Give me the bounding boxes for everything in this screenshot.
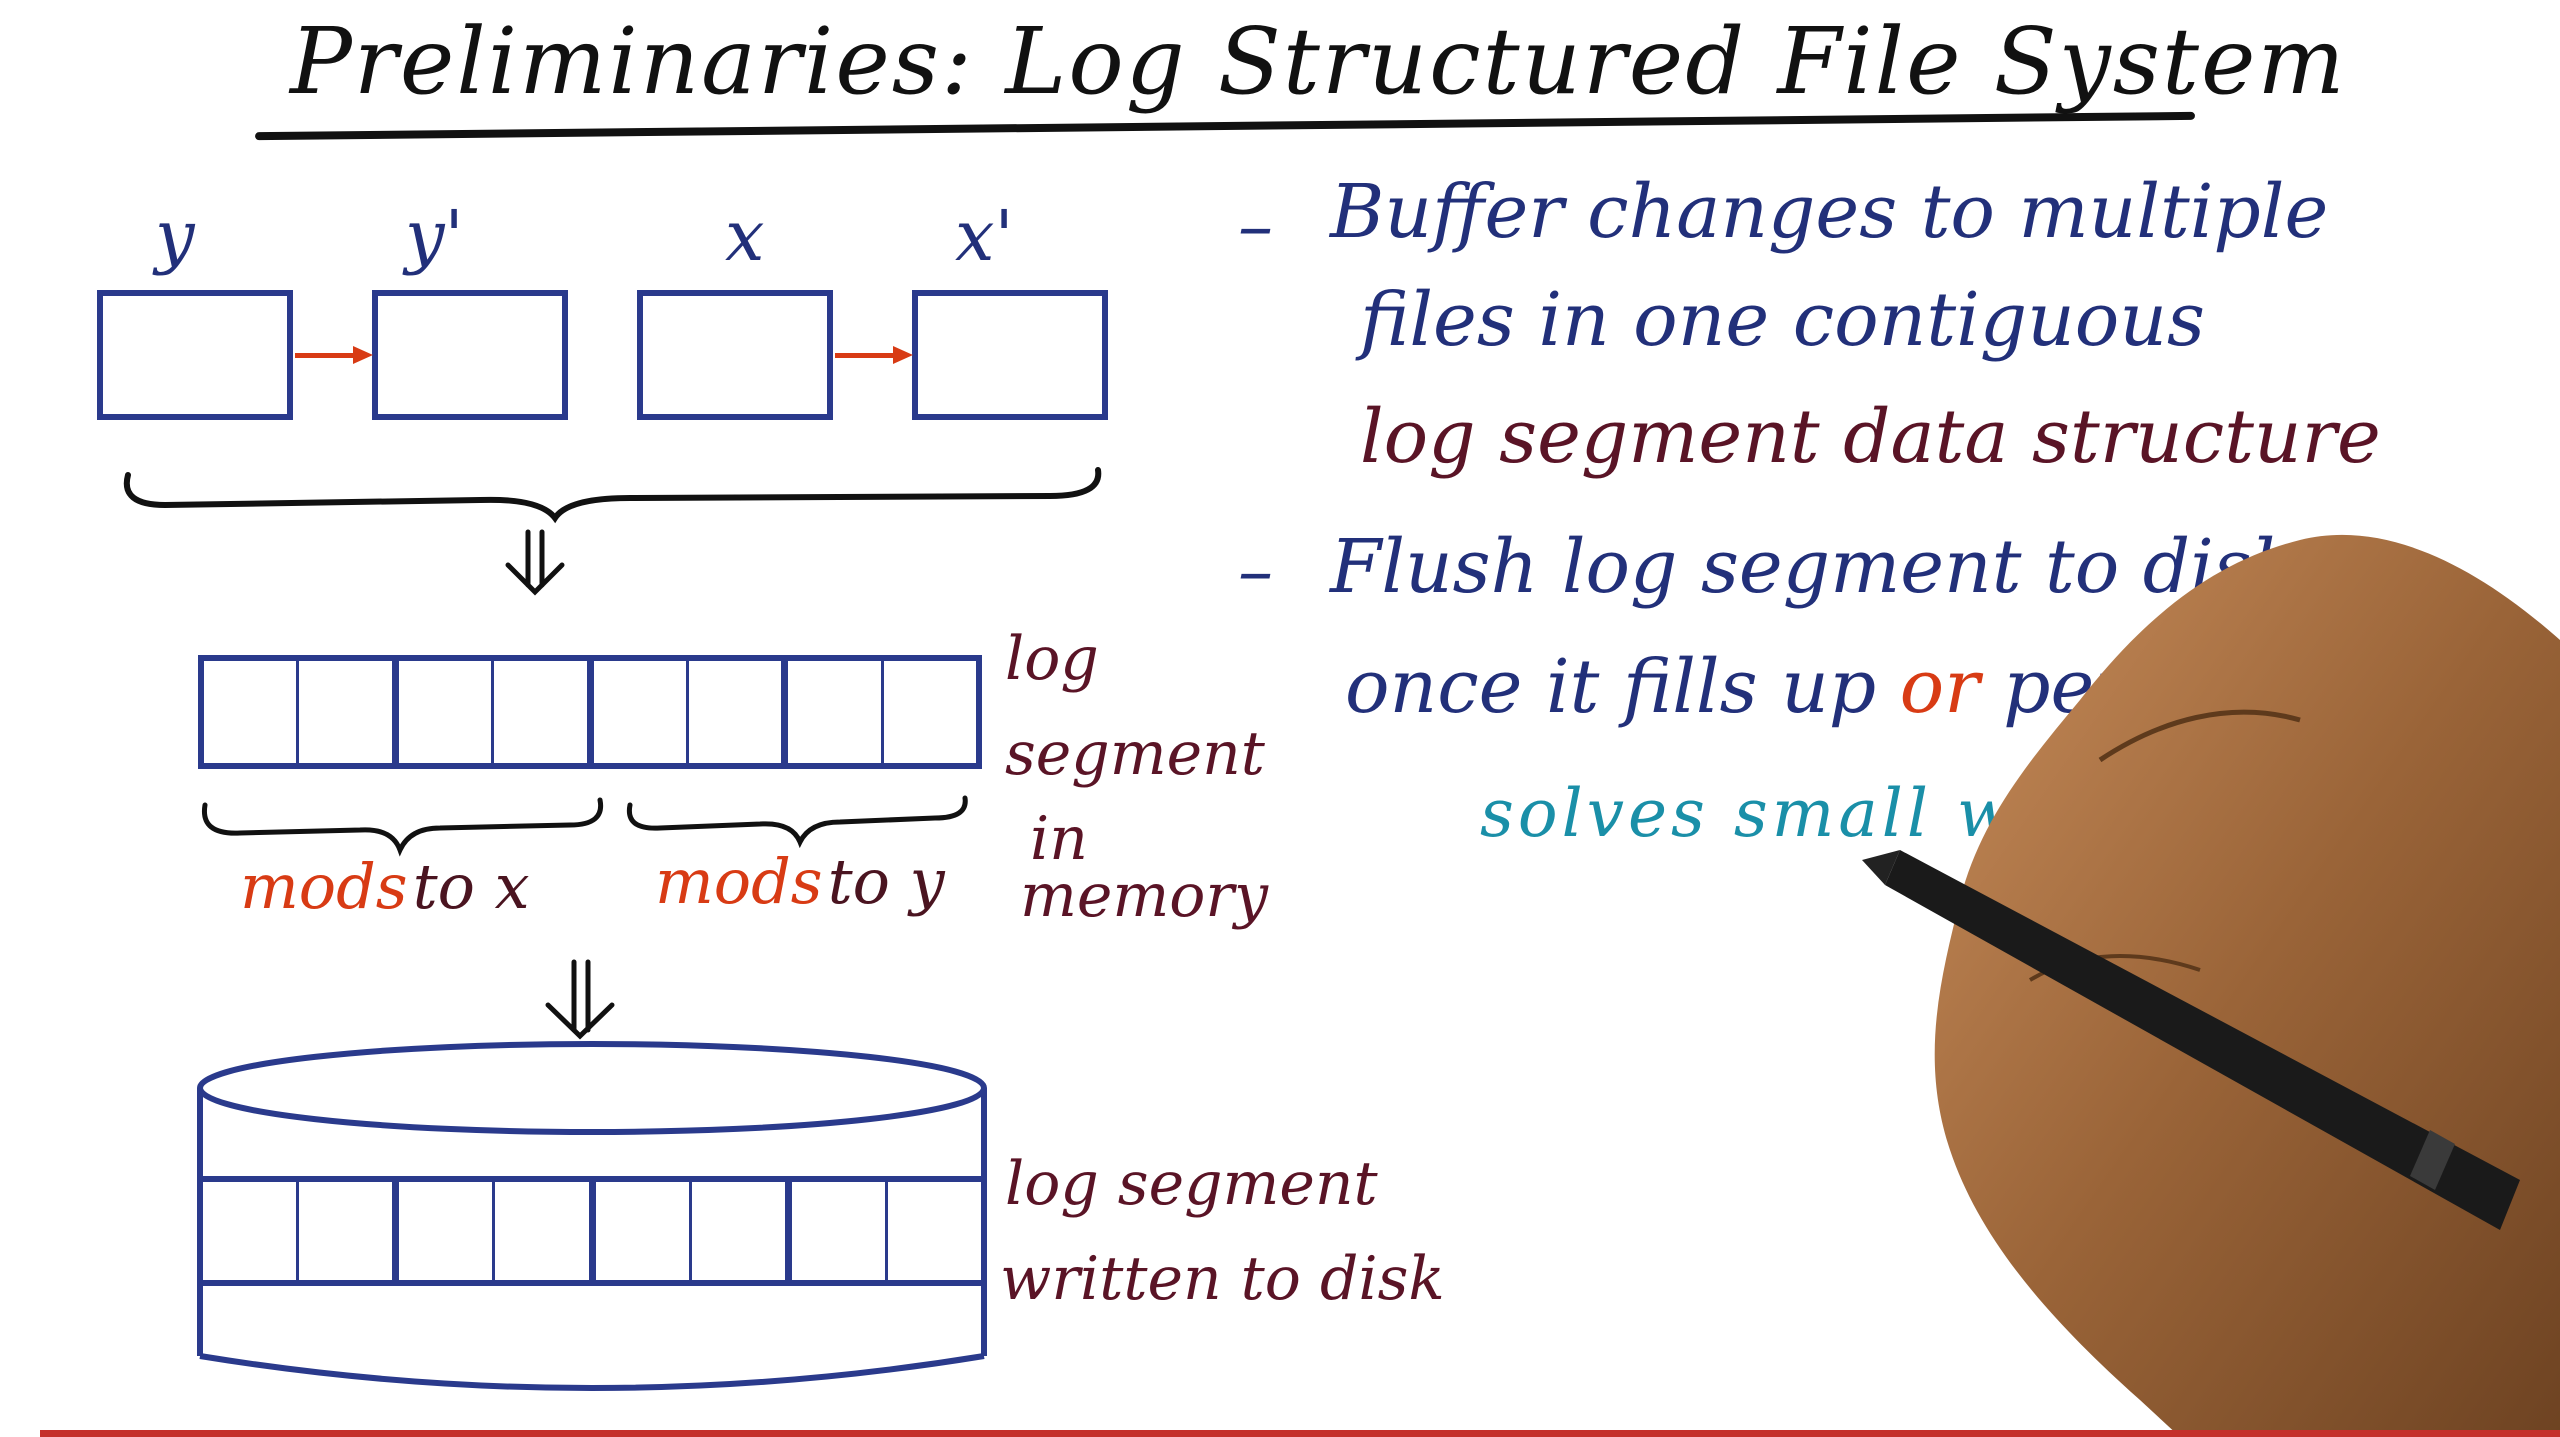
memory-label-line-3: in	[1030, 804, 1088, 874]
memory-cell	[689, 661, 789, 763]
memory-cell	[494, 661, 594, 763]
mods-word: mods	[655, 845, 823, 918]
node-box-x	[637, 290, 833, 420]
disk-cell	[299, 1182, 400, 1280]
arrow-x-to-x-prime	[835, 346, 913, 364]
to-x-word: to x	[412, 850, 530, 923]
to-y-word: to y	[827, 845, 945, 918]
node-label-y: y	[155, 195, 195, 277]
mods-word: mods	[240, 850, 408, 923]
disk-cell	[596, 1182, 692, 1280]
arrow-y-to-y-prime	[295, 346, 373, 364]
memory-cell	[594, 661, 689, 763]
disk-cell	[203, 1182, 300, 1280]
bullet-1-line-1: Buffer changes to multiple	[1330, 169, 2329, 255]
memory-cell	[299, 661, 399, 763]
node-label-x: x	[725, 195, 765, 277]
memory-log-segment	[198, 655, 982, 769]
memory-cell	[788, 661, 884, 763]
disk-cell	[792, 1182, 888, 1280]
hand-silhouette	[1934, 534, 2560, 1437]
disk-cell	[399, 1182, 496, 1280]
bullet-dash-2: –	[1238, 530, 1273, 612]
bullet-2-line-1: Flush log segment to disk	[1330, 524, 2297, 610]
video-progress-bar[interactable]	[40, 1430, 2560, 1437]
disk-cell	[495, 1182, 596, 1280]
node-box-y	[97, 290, 293, 420]
node-box-y-prime	[372, 290, 568, 420]
bullet-2-pre: once it fills up	[1345, 644, 1877, 730]
node-box-x-prime	[912, 290, 1108, 420]
bullet-2-or: or	[1899, 644, 1980, 730]
bullet-1-line-2: files in one contiguous	[1360, 277, 2205, 363]
page-title: Preliminaries: Log Structured File Syste…	[290, 8, 2347, 115]
mods-to-y-label: mods to y	[655, 845, 945, 918]
double-down-arrow-1	[505, 529, 565, 596]
memory-cell	[204, 661, 300, 763]
node-label-x-prime: x'	[955, 195, 1014, 277]
finger-knuckle	[2098, 709, 2301, 763]
brace-mods-x	[201, 797, 604, 857]
bullet-dash-1: –	[1238, 185, 1273, 267]
brace-under-nodes	[123, 467, 1102, 524]
pen-body	[1885, 850, 2520, 1230]
brace-mods-y	[626, 795, 968, 849]
bullet-1-line-3: log segment data structure	[1360, 394, 2381, 480]
disk-log-segment	[203, 1176, 981, 1286]
disk-label-line-2: written to disk	[1000, 1244, 1445, 1314]
mods-to-x-label: mods to x	[240, 850, 530, 923]
pen-band	[2410, 1130, 2455, 1190]
pen-tip	[1862, 850, 1900, 885]
node-label-y-prime: y'	[405, 195, 464, 277]
memory-label-line-1: log	[1005, 624, 1099, 694]
memory-label-line-4: memory	[1020, 861, 1268, 931]
memory-cell	[399, 661, 495, 763]
double-down-arrow-2	[545, 959, 615, 1040]
memory-label-line-2: segment	[1005, 719, 1265, 789]
disk-cell	[692, 1182, 792, 1280]
disk-label-line-1: log segment	[1005, 1149, 1378, 1219]
disk-cylinder	[197, 1041, 987, 1391]
